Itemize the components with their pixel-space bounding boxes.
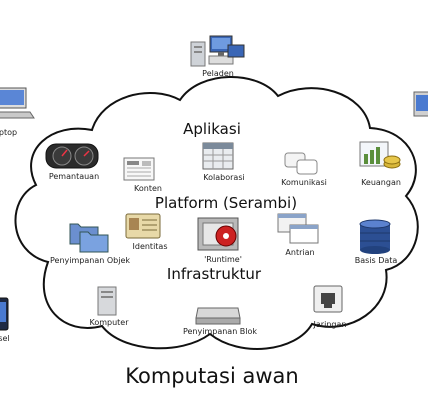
collaboration-icon bbox=[202, 142, 234, 170]
compute-label: Komputer bbox=[89, 318, 129, 327]
communication-label: Komunikasi bbox=[281, 178, 327, 187]
platform-heading: Platform (Serambi) bbox=[154, 194, 298, 212]
application-heading: Aplikasi bbox=[183, 120, 241, 138]
finance-label: Keuangan bbox=[361, 178, 401, 187]
phone-icon bbox=[0, 297, 9, 331]
server-label: Peladen bbox=[202, 69, 234, 78]
laptop-label: ptop bbox=[0, 128, 18, 137]
network-label: Jaringan bbox=[313, 320, 347, 329]
content-icon bbox=[123, 157, 155, 181]
content-label: Konten bbox=[134, 184, 162, 193]
block-storage-label: Penyimpanan Blok bbox=[182, 327, 258, 336]
diagram-title: Komputasi awan bbox=[125, 364, 299, 388]
collaboration-label: Kolaborasi bbox=[203, 173, 245, 182]
phone-label: sel bbox=[0, 334, 10, 343]
monitoring-icon bbox=[45, 143, 99, 169]
communication-icon bbox=[284, 152, 318, 175]
queue-icon bbox=[277, 213, 319, 244]
laptop-icon bbox=[0, 87, 35, 119]
finance-icon bbox=[359, 141, 401, 169]
queue-label: Antrian bbox=[285, 248, 315, 257]
runtime-icon bbox=[197, 217, 239, 251]
infrastructure-heading: Infrastruktur bbox=[166, 265, 262, 283]
runtime-label: 'Runtime' bbox=[204, 255, 242, 264]
identity-label: Identitas bbox=[132, 242, 168, 251]
compute-icon bbox=[97, 286, 117, 316]
block-storage-icon bbox=[195, 307, 241, 325]
object-storage-icon bbox=[69, 223, 109, 253]
database-label: Basis Data bbox=[354, 256, 398, 265]
database-icon bbox=[359, 219, 391, 254]
server-icon bbox=[190, 35, 245, 67]
monitoring-label: Pemantauan bbox=[48, 172, 100, 181]
network-icon bbox=[313, 285, 343, 313]
right-device-icon bbox=[413, 91, 428, 117]
identity-icon bbox=[125, 213, 161, 239]
object-storage-label: Penyimpanan Objek bbox=[50, 256, 130, 265]
cloud-outline bbox=[14, 76, 419, 350]
